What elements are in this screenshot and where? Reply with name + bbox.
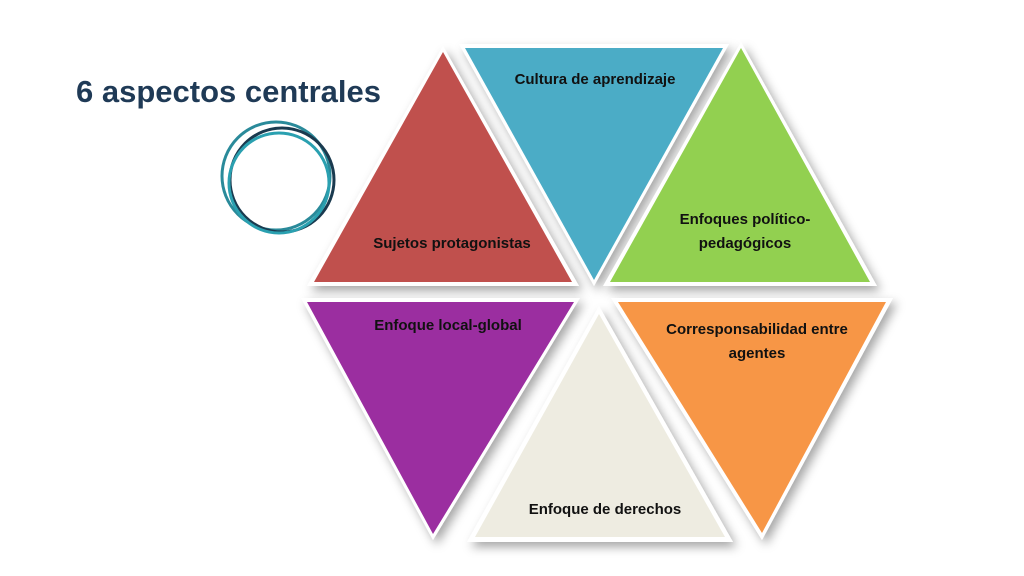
label-corresponsabilidad-entre-agentes: Corresponsabilidad entre agentes <box>666 321 848 362</box>
interlocking-rings-icon <box>220 120 336 235</box>
label-enfoques-politico-pedagogicos: Enfoques político-pedagógicos <box>679 211 811 252</box>
label-sujetos-protagonistas: Sujetos protagonistas <box>373 235 531 252</box>
triangle-enfoque-local-global <box>307 302 574 534</box>
triangle-sujetos-protagonistas <box>314 52 572 282</box>
label-enfoque-de-derechos: Enfoque de derechos <box>528 501 682 518</box>
label-cultura-de-aprendizaje: Cultura de aprendizaje <box>514 71 676 88</box>
triangle-corresponsabilidad-entre-agentes <box>618 302 886 533</box>
triangle-enfoque-de-derechos <box>475 314 725 537</box>
triangle-cultura-de-aprendizaje <box>465 48 723 280</box>
triangle-enfoques-politico-pedagogicos <box>610 48 870 282</box>
slide-title: 6 aspectos centrales <box>76 74 382 109</box>
label-enfoque-local-global: Enfoque local-global <box>374 317 522 334</box>
